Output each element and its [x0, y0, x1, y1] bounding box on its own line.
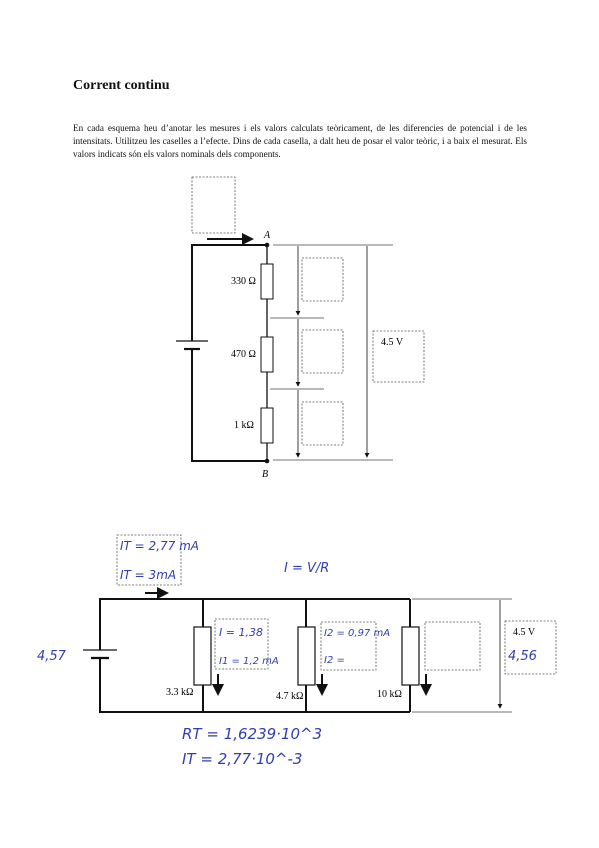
voltage-label-series: 4.5 V [381, 337, 404, 348]
voltage-box-parallel[interactable] [504, 620, 557, 675]
hand-total-resistance: RT = 1,6239·10^3 [182, 725, 322, 743]
hand-measured-voltage: 4,56 [508, 649, 537, 664]
parallel-circuit: 3.3 kΩ 4.7 kΩ 10 kΩ 4.5 V [83, 534, 557, 713]
voltage-box-total[interactable] [372, 330, 425, 383]
current-box-r1[interactable] [214, 618, 269, 670]
series-circuit: A B 330 Ω 470 Ω 1 kΩ 4.5 V [176, 176, 425, 480]
hand-battery-voltage: 4,57 [37, 649, 67, 664]
voltage-box-r1[interactable] [301, 257, 344, 302]
current-box-total-parallel[interactable] [116, 534, 182, 586]
voltage-label-parallel: 4.5 V [513, 627, 536, 638]
resistor-470-label: 470 Ω [231, 349, 256, 360]
resistor-1k-label: 1 kΩ [234, 420, 254, 431]
resistor-10k-label: 10 kΩ [377, 689, 402, 700]
hand-total-current: IT = 2,77·10^-3 [182, 750, 302, 768]
hand-i2-bottom: I2 = [324, 655, 345, 666]
handwritten-notes: IT = 2,77 mA IT = 3mA I = V/R I = 1,38 I… [37, 539, 537, 768]
hand-it-measured: IT = 3mA [120, 568, 176, 582]
node-a-label: A [263, 230, 271, 241]
resistor-330-label: 330 Ω [231, 276, 256, 287]
hand-ohms-law: I = V/R [284, 561, 329, 576]
voltage-box-r3[interactable] [301, 401, 344, 446]
resistor-4k7-label: 4.7 kΩ [276, 691, 303, 702]
voltage-box-r2[interactable] [301, 329, 344, 374]
hand-i1-bottom: I1 = 1,2 mA [219, 656, 279, 667]
resistor-3k3-label: 3.3 kΩ [166, 687, 193, 698]
page-title: Corrent continu [73, 78, 170, 93]
current-box-total[interactable] [191, 176, 236, 234]
current-box-r3[interactable] [424, 621, 481, 671]
hand-i1-top: I = 1,38 [219, 626, 263, 639]
current-box-r2[interactable] [320, 621, 377, 671]
instructions-paragraph: En cada esquema heu d’anotar les mesures… [73, 123, 527, 159]
node-b-label: B [262, 469, 268, 480]
hand-i2-top: I2 = 0,97 mA [324, 628, 390, 639]
hand-it-theoretical: IT = 2,77 mA [120, 539, 199, 553]
